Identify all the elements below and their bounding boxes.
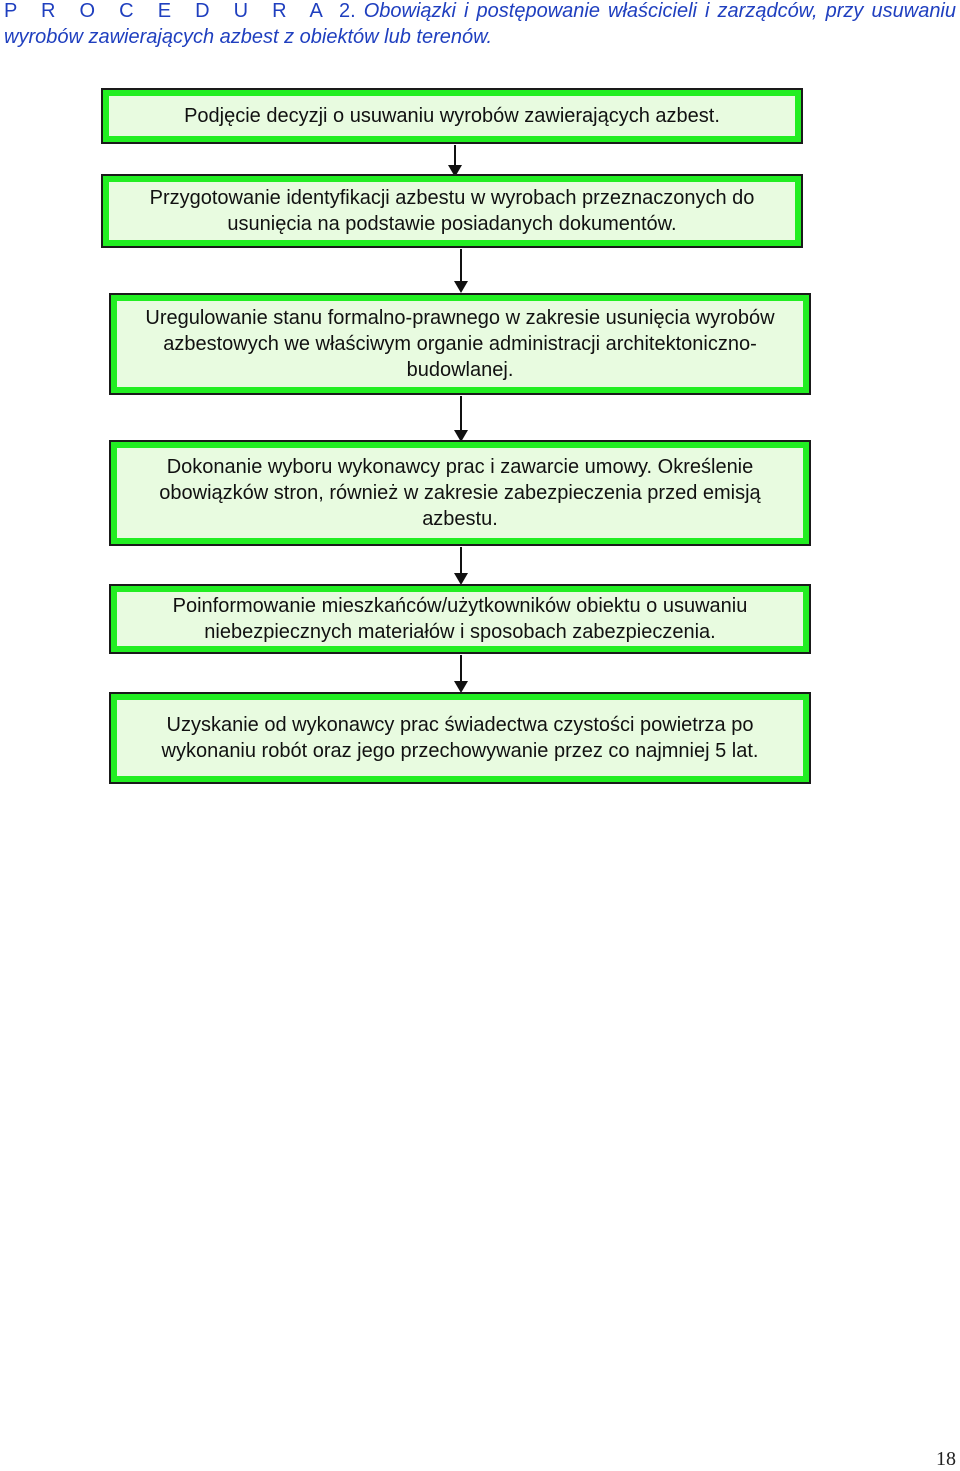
flow-step-6-content: Uzyskanie od wykonawcy prac świadectwa c… xyxy=(117,700,803,776)
flow-step-5: Poinformowanie mieszkańców/użytkowników … xyxy=(109,584,811,654)
flow-step-2-text: Przygotowanie identyfikacji azbestu w wy… xyxy=(149,187,755,235)
flow-step-4-content: Dokonanie wyboru wykonawcy prac i zawarc… xyxy=(117,448,803,538)
flow-step-6-text: Uzyskanie od wykonawcy prac świadectwa c… xyxy=(161,714,759,762)
flow-step-5-text: Poinformowanie mieszkańców/użytkowników … xyxy=(172,595,748,643)
procedure-description: Obowiązki i postępowanie właścicieli i z… xyxy=(4,0,957,48)
flow-step-1: Podjęcie decyzji o usuwaniu wyrobów zawi… xyxy=(101,88,803,144)
flow-step-4-text: Dokonanie wyboru wykonawcy prac i zawarc… xyxy=(159,456,761,530)
procedure-label: P R O C E D U R A xyxy=(4,0,331,22)
flow-step-5-content: Poinformowanie mieszkańców/użytkowników … xyxy=(117,592,803,646)
flow-step-4: Dokonanie wyboru wykonawcy prac i zawarc… xyxy=(109,440,811,546)
flow-step-3-content: Uregulowanie stanu formalno-prawnego w z… xyxy=(117,301,803,387)
page-number: 18 xyxy=(936,1448,956,1470)
procedure-heading: P R O C E D U R A 2. Obowiązki i postępo… xyxy=(4,0,956,50)
procedure-number: 2. xyxy=(338,0,356,22)
flow-step-2: Przygotowanie identyfikacji azbestu w wy… xyxy=(101,174,803,248)
flow-step-1-text: Podjęcie decyzji o usuwaniu wyrobów zawi… xyxy=(184,105,720,127)
flow-step-6: Uzyskanie od wykonawcy prac świadectwa c… xyxy=(109,692,811,784)
flow-step-1-content: Podjęcie decyzji o usuwaniu wyrobów zawi… xyxy=(109,96,795,136)
flow-step-2-content: Przygotowanie identyfikacji azbestu w wy… xyxy=(109,182,795,240)
flow-step-3: Uregulowanie stanu formalno-prawnego w z… xyxy=(109,293,811,395)
flow-step-3-text: Uregulowanie stanu formalno-prawnego w z… xyxy=(145,307,775,381)
